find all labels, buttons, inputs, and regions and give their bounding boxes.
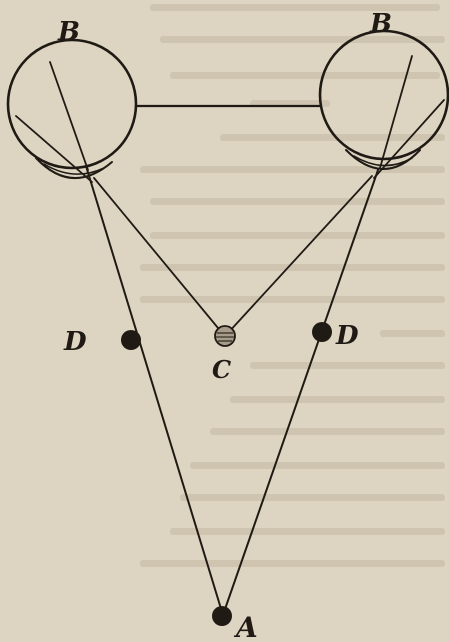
label-fixation-a: A xyxy=(233,611,258,642)
object-d-right xyxy=(312,322,332,342)
label-object-d-right: D xyxy=(335,321,359,351)
object-c xyxy=(215,326,235,346)
object-d-left xyxy=(121,330,141,350)
fixation-point-a xyxy=(212,606,232,626)
label-eye-left: B xyxy=(57,17,80,47)
label-object-d-left: D xyxy=(63,327,87,357)
label-object-c: C xyxy=(212,355,231,384)
label-eye-right: B xyxy=(369,9,392,39)
